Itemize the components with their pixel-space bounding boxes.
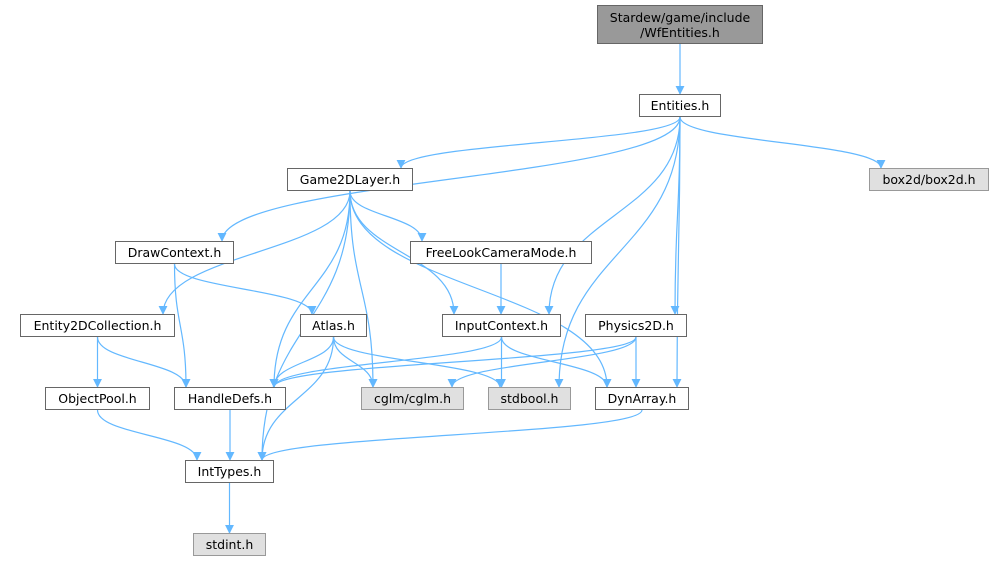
node-inttypes-h[interactable]: IntTypes.h	[185, 460, 274, 483]
node-cglm-h[interactable]: cglm/cglm.h	[361, 387, 464, 410]
node-entity2dcollection-h[interactable]: Entity2DCollection.h	[20, 314, 175, 337]
node-physics2d-h[interactable]: Physics2D.h	[585, 314, 687, 337]
edge-entities-to-stdbool	[554, 116, 681, 388]
edge-physics2d-to-handledefs	[269, 336, 637, 388]
node-box2d-h[interactable]: box2d/box2d.h	[869, 168, 989, 191]
node-objectpool-h[interactable]: ObjectPool.h	[45, 387, 150, 410]
edge-entities-to-box2d	[679, 116, 886, 169]
edge-atlas-to-inttypes	[257, 336, 335, 461]
edge-atlas-to-cglm	[332, 336, 378, 388]
node-game2dlayer-h[interactable]: Game2DLayer.h	[287, 168, 413, 191]
edge-game2dlayer-to-dynarray	[349, 190, 612, 388]
node-drawcontext-h[interactable]: DrawContext.h	[115, 241, 234, 264]
edge-game2dlayer-to-freelook	[349, 190, 427, 242]
edge-drawcontext-to-atlas	[173, 263, 317, 315]
edge-entities-to-game2dlayer	[396, 116, 681, 169]
node-dynarray-h[interactable]: DynArray.h	[595, 387, 689, 410]
node-freelookcameramode-h[interactable]: FreeLookCameraMode.h	[410, 241, 592, 264]
edge-objectpool-to-inttypes	[96, 409, 202, 461]
node-inputcontext-h[interactable]: InputContext.h	[442, 314, 561, 337]
edge-physics2d-to-cglm	[447, 336, 637, 388]
edge-entity2dcollection-to-handledefs	[96, 336, 191, 388]
edge-drawcontext-to-handledefs	[173, 263, 191, 388]
edge-entities-to-inputcontext	[544, 116, 681, 315]
node-stdbool-h[interactable]: stdbool.h	[488, 387, 571, 410]
edge-atlas-to-stdbool	[332, 336, 505, 388]
edge-dynarray-to-inttypes	[257, 409, 643, 461]
node-wfentities-h[interactable]: Stardew/game/include /WfEntities.h	[597, 5, 763, 44]
edge-inputcontext-to-handledefs	[269, 336, 503, 388]
edge-game2dlayer-to-entity2dcollection	[158, 190, 351, 315]
node-stdint-h[interactable]: stdint.h	[193, 533, 266, 556]
edge-game2dlayer-to-handledefs	[269, 190, 351, 388]
edge-game2dlayer-to-cglm	[349, 190, 378, 388]
edge-inputcontext-to-dynarray	[500, 336, 612, 388]
edge-entities-to-dynarray	[672, 116, 682, 388]
node-handledefs-h[interactable]: HandleDefs.h	[174, 387, 286, 410]
node-entities-h[interactable]: Entities.h	[639, 94, 721, 117]
node-atlas-h[interactable]: Atlas.h	[300, 314, 367, 337]
edge-entities-to-drawcontext	[217, 116, 681, 242]
